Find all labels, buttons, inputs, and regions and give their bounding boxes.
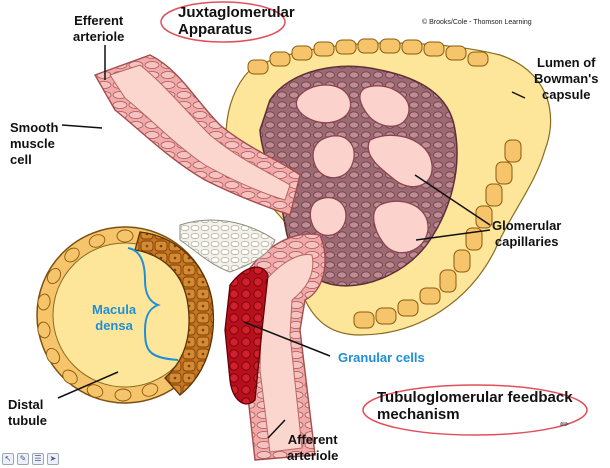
label-lumen-bowmans-capsule: Lumen of Bowman's capsule	[534, 55, 599, 102]
efferent-arteriole	[93, 54, 301, 216]
label-granular-cells: Granular cells	[338, 350, 425, 365]
label-efferent-arteriole: Efferent arteriole	[73, 13, 125, 44]
next-icon[interactable]: ➤	[47, 453, 59, 465]
macula-densa-cells	[134, 231, 215, 396]
mesangial-cells	[179, 219, 276, 273]
label-glomerular-capillaries: Glomerular capillaries	[492, 218, 562, 249]
slide-toolbar: ↖ ✎ ☰ ➤	[2, 452, 59, 466]
pen-cursor-icon: ✏	[560, 418, 570, 431]
menu-icon[interactable]: ☰	[32, 453, 44, 465]
title-line-1: Juxtaglomerular	[178, 4, 295, 21]
copyright-text: © Brooks/Cole - Thomson Learning	[422, 19, 532, 26]
glomerular-tuft	[259, 65, 458, 287]
label-afferent-arteriole: Afferent arteriole	[287, 432, 339, 463]
granular-cells	[224, 266, 269, 405]
label-macula-densa: Macula densa	[92, 302, 137, 333]
distal-tubule	[36, 226, 215, 404]
arrow-icon[interactable]: ↖	[2, 453, 14, 465]
title-line-2: Apparatus	[178, 21, 253, 38]
label-smooth-muscle-cell: Smooth muscle cell	[10, 120, 59, 167]
title-annotation	[160, 1, 286, 43]
macula-densa-brace	[127, 247, 179, 361]
feedback-annotation	[362, 384, 588, 436]
label-distal-tubule: Distal tubule	[8, 397, 47, 428]
leader-lines	[57, 45, 526, 439]
feedback-title: Tubuloglomerular feedback mechanism	[377, 389, 573, 423]
pen-icon[interactable]: ✎	[17, 453, 29, 465]
diagram-title: Juxtaglomerular Apparatus	[178, 4, 295, 38]
